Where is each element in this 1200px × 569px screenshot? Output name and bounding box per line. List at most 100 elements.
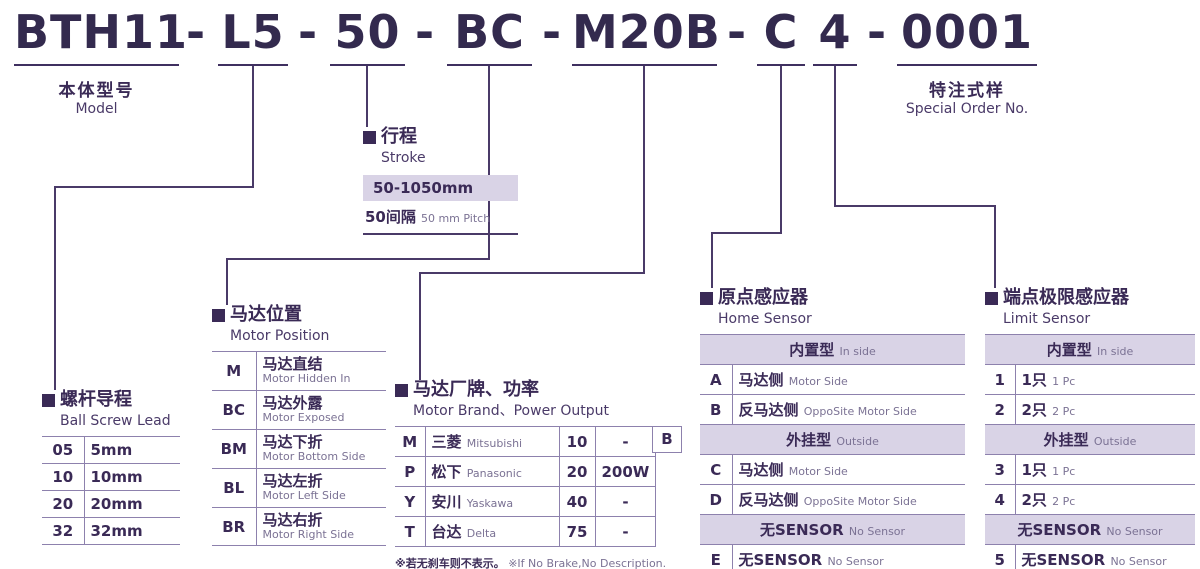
position-desc-zh: 马达右折 <box>262 510 323 529</box>
code-segment-stroke: 50 <box>330 4 405 66</box>
table-row: BC 马达外露 Motor Exposed <box>212 389 386 430</box>
sensor-desc-zh: 1只 <box>1021 461 1047 479</box>
sensor-desc-zh: 反马达侧 <box>738 401 799 419</box>
section-bullet-icon <box>985 291 998 305</box>
brand-name-en: Yaskawa <box>466 497 514 510</box>
table-row: C 马达侧 Motor Side <box>700 454 965 485</box>
sensor-code: 2 <box>985 394 1016 425</box>
power-code: 40 <box>559 486 596 517</box>
home-sensor-table: 内置型 In side A 马达侧 Motor Side B 反马达侧 Oppo… <box>700 334 965 569</box>
sensor-desc: 2只 2 Pc <box>1015 394 1195 425</box>
limit-sensor-connector <box>994 205 996 288</box>
sensor-desc-zh: 马达侧 <box>738 371 784 389</box>
lead-value: 32mm <box>84 517 180 545</box>
section-bullet-icon <box>700 291 713 305</box>
limit-sensor-title: 端点极限感应器 <box>985 286 1195 310</box>
stroke-pitch-en: 50 mm Pitch <box>420 212 491 225</box>
sensor-desc-en: Motor Side <box>788 465 848 478</box>
model-label-zh: 本体型号 <box>58 81 135 101</box>
sensor-desc-en: No Sensor <box>1110 555 1167 568</box>
sensor-desc-zh: 无SENSOR <box>1021 551 1106 569</box>
group-header-zh: 内置型 <box>789 341 835 359</box>
sensor-desc-en: No Sensor <box>827 555 884 568</box>
brand-name-en: Mitsubishi <box>466 437 523 450</box>
table-row: 20 20mm <box>42 490 180 518</box>
home-sensor-title-en: Home Sensor <box>718 311 812 327</box>
home-sensor-connector <box>711 232 713 288</box>
brake-code-cell: B <box>652 426 682 453</box>
table-row: 4 2只 2 Pc <box>985 484 1195 515</box>
section-bullet-icon <box>395 383 408 397</box>
position-desc: 马达下折 Motor Bottom Side <box>256 428 386 469</box>
table-group-header: 无SENSOR No Sensor <box>985 514 1195 545</box>
sensor-code: 3 <box>985 454 1016 485</box>
sensor-desc: 无SENSOR No Sensor <box>1015 544 1195 569</box>
position-code: BL <box>212 467 257 508</box>
brake-note-en: ※If No Brake,No Description. <box>508 557 667 569</box>
home-sensor-title: 原点感应器 <box>700 286 965 310</box>
position-desc-en: Motor Bottom Side <box>262 450 366 464</box>
lead-value: 10mm <box>84 463 180 491</box>
special-order-label: 特注式样 Special Order No. <box>857 76 1077 117</box>
position-code: BM <box>212 428 257 469</box>
power-value: 200W <box>595 456 657 487</box>
lead-value: 5mm <box>84 436 180 464</box>
table-group-header: 内置型 In side <box>700 334 965 365</box>
sensor-desc-en: OppoSite Motor Side <box>803 405 917 418</box>
group-header-zh: 外挂型 <box>786 431 832 449</box>
motor-brand-section: 马达厂牌、功率 Motor Brand、Power Output M 三菱 Mi… <box>395 378 666 569</box>
sensor-code: 4 <box>985 484 1016 515</box>
motor-position-title: 马达位置 <box>212 303 386 327</box>
group-header-zh: 外挂型 <box>1043 431 1089 449</box>
table-row: E 无SENSOR No Sensor <box>700 544 965 569</box>
limit-outside-header: 外挂型 Outside <box>985 424 1195 455</box>
brand-name: 台达 Delta <box>425 516 560 547</box>
brand-name-en: Panasonic <box>466 467 522 480</box>
sensor-desc: 1只 1 Pc <box>1015 454 1195 485</box>
code-segment-special-order: 0001 <box>897 4 1037 66</box>
brand-name-zh: 三菱 <box>431 433 462 451</box>
motor-brand-title-zh: 马达厂牌、功率 <box>413 379 539 400</box>
position-code: M <box>212 351 257 391</box>
group-header-en: Outside <box>836 435 879 448</box>
group-header-en: In side <box>839 345 876 358</box>
table-row: 2 2只 2 Pc <box>985 394 1195 425</box>
motor-brand-connector <box>419 272 645 274</box>
sensor-desc-zh: 无SENSOR <box>738 551 823 569</box>
code-dash: - <box>727 5 747 59</box>
group-header-en: In side <box>1097 345 1134 358</box>
group-header-zh: 无SENSOR <box>759 521 844 539</box>
motor-position-table: M 马达直结 Motor Hidden In BC 马达外露 Motor Exp… <box>212 351 386 547</box>
sensor-desc-zh: 2只 <box>1021 491 1047 509</box>
special-order-label-zh: 特注式样 <box>929 81 1005 101</box>
brake-note: ※若无刹车则不表示。 ※If No Brake,No Description. <box>395 555 666 569</box>
lead-connector <box>54 186 254 188</box>
limit-sensor-connector <box>834 205 996 207</box>
sensor-desc: 反马达侧 OppoSite Motor Side <box>732 394 965 425</box>
table-row: BL 马达左折 Motor Left Side <box>212 467 386 508</box>
position-desc: 马达右折 Motor Right Side <box>256 506 386 547</box>
brand-code: M <box>395 426 426 457</box>
ball-screw-lead-title-en: Ball Screw Lead <box>60 413 171 429</box>
stroke-pitch: 50间隔 50 mm Pitch <box>363 201 518 235</box>
limit-sensor-table: 内置型 In side 1 1只 1 Pc 2 2只 2 Pc <box>985 334 1195 569</box>
position-desc-en: Motor Left Side <box>262 488 346 502</box>
lead-code: 05 <box>42 436 85 464</box>
lead-connector <box>252 66 254 186</box>
section-bullet-icon <box>363 130 376 144</box>
home-sensor-section: 原点感应器 Home Sensor 内置型 In side A 马达侧 Moto… <box>700 286 965 569</box>
code-dash: - <box>186 5 206 59</box>
section-bullet-icon <box>42 393 55 407</box>
table-row: D 反马达侧 OppoSite Motor Side <box>700 484 965 515</box>
model-label: 本体型号 Model <box>14 76 179 117</box>
table-row: M 三菱 Mitsubishi 10 - <box>395 426 657 457</box>
motor-brand-connector <box>419 272 421 380</box>
ball-screw-lead-title: 螺杆导程 <box>42 388 180 412</box>
stroke-section: 行程 Stroke 50-1050mm 50间隔 50 mm Pitch <box>363 125 521 235</box>
position-desc-en: Motor Exposed <box>262 411 345 425</box>
ball-screw-lead-title-zh: 螺杆导程 <box>60 389 132 410</box>
motor-position-connector <box>488 66 490 258</box>
sensor-desc-zh: 2只 <box>1021 401 1047 419</box>
lead-connector <box>54 186 56 390</box>
section-bullet-icon <box>212 308 225 322</box>
